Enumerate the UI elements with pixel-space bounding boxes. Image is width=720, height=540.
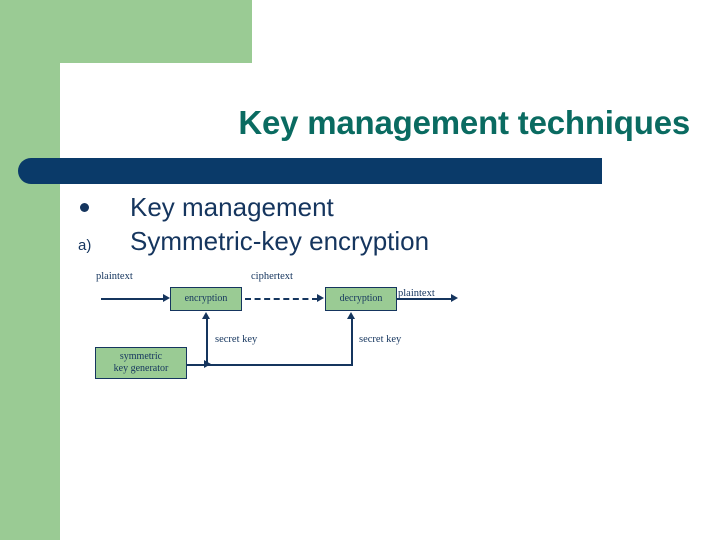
bullet-label: Key management bbox=[130, 192, 334, 222]
diagram-label-plaintext-out: plaintext bbox=[398, 288, 435, 299]
secret-key-right-arrow-head bbox=[347, 312, 355, 319]
arrow-ciphertext-head bbox=[317, 294, 324, 302]
secret-key-left-riser bbox=[206, 319, 208, 365]
ciphertext-dashed-channel bbox=[245, 298, 318, 300]
decorative-green-top-band bbox=[0, 0, 252, 63]
decorative-green-left-strip bbox=[0, 63, 60, 540]
list-item[interactable]: Key management bbox=[78, 192, 638, 223]
bullet-alpha-label: a) bbox=[78, 236, 92, 254]
diagram-label-plaintext-in: plaintext bbox=[96, 271, 133, 282]
arrow-plaintext-out-line bbox=[397, 298, 453, 300]
diagram-box-decryption[interactable]: decryption bbox=[325, 287, 397, 311]
keygen-label-line2: key generator bbox=[113, 363, 169, 374]
arrow-plaintext-in-head bbox=[163, 294, 170, 302]
diagram-box-key-generator[interactable]: symmetric key generator bbox=[95, 347, 187, 379]
bullet-list: Key management a) Symmetric-key encrypti… bbox=[78, 192, 638, 259]
list-item[interactable]: a) Symmetric-key encryption bbox=[78, 226, 638, 257]
bullet-alpha-marker: a) bbox=[78, 237, 130, 254]
keygen-label-line1: symmetric bbox=[119, 350, 163, 362]
diagram-label-secret-key-right: secret key bbox=[359, 334, 402, 345]
diagram-label-secret-key-left: secret key bbox=[215, 334, 258, 345]
arrow-plaintext-out-head bbox=[451, 294, 458, 302]
bullet-label: Symmetric-key encryption bbox=[130, 225, 430, 256]
page-title: Key management techniques bbox=[238, 104, 690, 141]
symmetric-key-encryption-diagram: plaintext ciphertext plaintext secret ke… bbox=[60, 262, 510, 392]
title-underline-bar bbox=[18, 158, 602, 184]
keygen-output-line bbox=[186, 364, 206, 366]
secret-key-bus-line bbox=[206, 364, 353, 366]
secret-key-right-riser bbox=[351, 319, 353, 365]
bullet-dot-marker bbox=[78, 203, 130, 219]
diagram-label-ciphertext: ciphertext bbox=[251, 271, 293, 282]
diagram-box-encryption[interactable]: encryption bbox=[170, 287, 242, 311]
bullet-dot-icon bbox=[80, 203, 89, 212]
arrow-plaintext-in-line bbox=[101, 298, 163, 300]
secret-key-left-arrow-head bbox=[202, 312, 210, 319]
